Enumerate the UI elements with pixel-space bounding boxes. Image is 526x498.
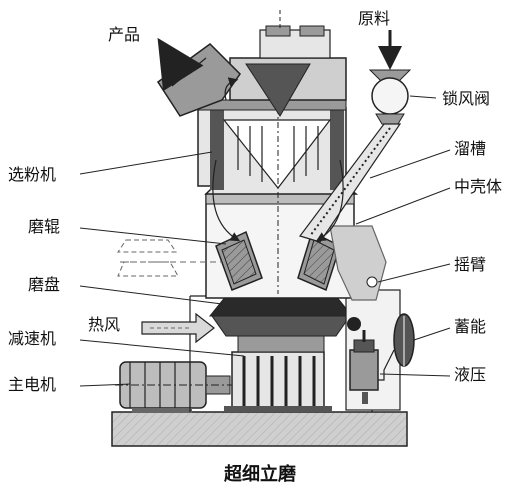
rocker-arm <box>329 225 387 331</box>
label-separator: 选粉机 <box>8 165 56 184</box>
label-chute: 溜槽 <box>454 139 486 158</box>
feed-chute <box>299 123 402 243</box>
hydraulic-cylinder <box>349 330 379 404</box>
raw-material-inlet <box>368 30 412 125</box>
label-main-motor: 主电机 <box>8 375 56 394</box>
label-hot-air: 热风 <box>88 315 120 334</box>
product-outlet <box>156 37 241 117</box>
label-reducer: 减速机 <box>8 329 56 348</box>
foundation <box>111 411 408 447</box>
label-airlock-valve: 锁风阀 <box>442 89 490 108</box>
airflow-arrows <box>212 77 344 242</box>
label-raw-material: 原料 <box>358 9 390 28</box>
main-motor-unit <box>115 361 240 413</box>
label-middle-housing: 中壳体 <box>454 177 502 196</box>
reducer-gearbox <box>224 351 332 412</box>
label-grinding-table: 磨盘 <box>28 275 60 294</box>
label-product: 产品 <box>108 25 140 44</box>
diagram-caption: 超细立磨 <box>224 463 296 485</box>
separator-drive <box>229 10 347 117</box>
label-rocker-arm: 摇臂 <box>454 255 486 274</box>
hot-air-inlet <box>141 312 215 344</box>
label-grinding-roller: 磨辊 <box>28 217 60 236</box>
leader-lines <box>79 95 451 387</box>
grinding-rollers <box>117 230 341 292</box>
label-accumulator: 蓄能 <box>454 317 486 336</box>
separator-unit <box>197 99 359 294</box>
label-hydraulic: 液压 <box>454 365 486 384</box>
